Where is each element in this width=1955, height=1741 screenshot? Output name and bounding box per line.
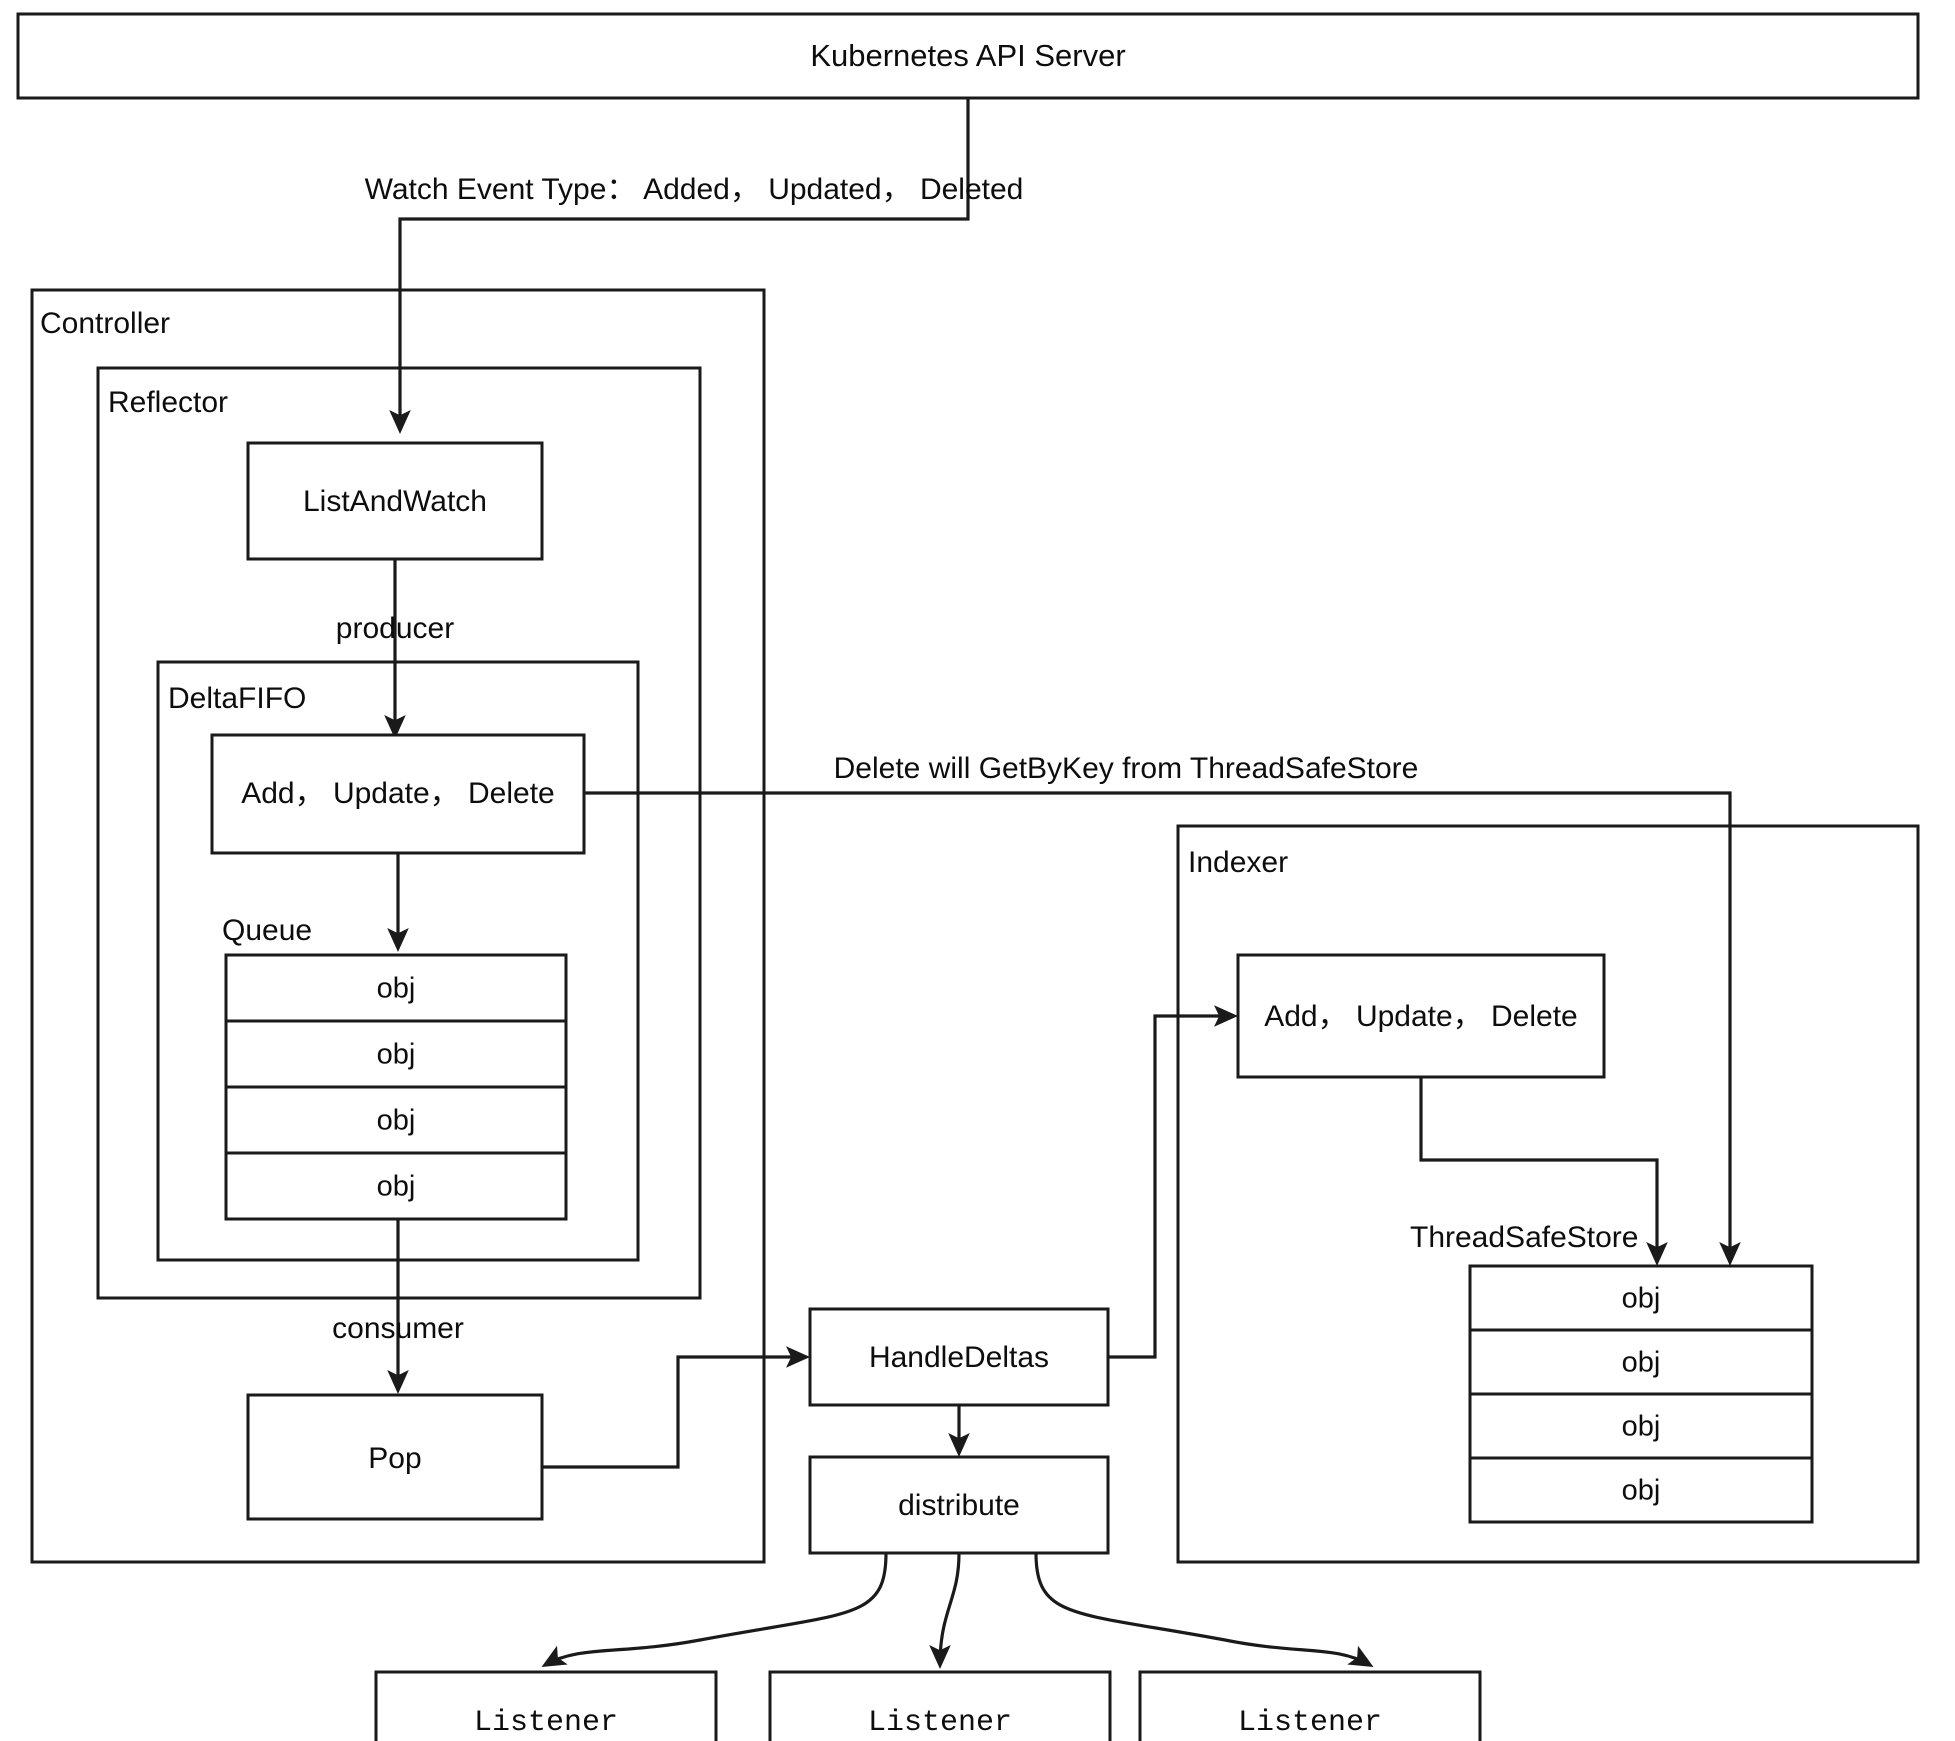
getbykey-label: Delete will GetByKey from ThreadSafeStor… — [834, 752, 1419, 785]
indexer-ops-box: Add， Update， Delete — [1236, 953, 1606, 1079]
threadsafestore-stack: obj obj obj obj — [1468, 1264, 1814, 1524]
reflector-label: Reflector — [108, 386, 228, 419]
indexer-label: Indexer — [1188, 846, 1288, 879]
producer-label: producer — [336, 612, 454, 645]
apiserver-box: Kubernetes API Server — [16, 12, 1920, 100]
handledeltas-box: HandleDeltas — [808, 1307, 1110, 1407]
controller-container: Controller — [30, 288, 766, 1564]
queue-label: Queue — [222, 914, 312, 947]
store-item-label: obj — [1622, 1347, 1661, 1379]
queue-item-label: obj — [377, 973, 416, 1005]
pop-label: Pop — [368, 1442, 421, 1475]
listener-box-3: Listener — [1138, 1670, 1482, 1741]
watch-event-connector — [389, 98, 970, 434]
controller-label: Controller — [40, 307, 170, 340]
listener-box-1: Listener — [374, 1670, 718, 1741]
queue-item-label: obj — [377, 1171, 416, 1203]
deltafifo-label: DeltaFIFO — [168, 682, 306, 715]
watch-event-label: Watch Event Type： Added， Updated， Delete… — [365, 173, 1024, 206]
handledeltas-to-indexer-connector — [1108, 1005, 1238, 1359]
indexer-ops-to-store-connector — [1419, 1077, 1668, 1266]
distribute-label: distribute — [898, 1489, 1020, 1522]
distribute-box: distribute — [808, 1455, 1110, 1555]
deltafifo-ops-label: Add， Update， Delete — [241, 777, 555, 810]
apiserver-label: Kubernetes API Server — [810, 38, 1125, 73]
queue-item-label: obj — [377, 1039, 416, 1071]
listener-box-2: Listener — [768, 1670, 1112, 1741]
distribute-to-listener1-connector — [541, 1552, 888, 1667]
consumer-label: consumer — [332, 1312, 464, 1345]
queue-item-label: obj — [377, 1105, 416, 1137]
distribute-to-listener2-connector — [929, 1552, 961, 1669]
handledeltas-label: HandleDeltas — [869, 1341, 1049, 1374]
store-item-label: obj — [1622, 1411, 1661, 1443]
getbykey-connector — [584, 791, 1741, 1266]
listener-label: Listener — [1238, 1706, 1382, 1740]
indexer-container: Indexer — [1176, 824, 1920, 1564]
indexer-ops-label: Add， Update， Delete — [1264, 1000, 1578, 1033]
queue-stack: obj obj obj obj — [224, 953, 568, 1221]
store-item-label: obj — [1622, 1283, 1661, 1315]
listener-label: Listener — [868, 1706, 1012, 1740]
deltafifo-ops-box: Add， Update， Delete — [210, 733, 586, 855]
pop-box: Pop — [246, 1393, 544, 1521]
listandwatch-label: ListAndWatch — [303, 485, 487, 518]
distribute-to-listener3-connector — [1034, 1552, 1374, 1667]
listandwatch-box: ListAndWatch — [246, 441, 544, 561]
store-item-label: obj — [1622, 1475, 1661, 1507]
listener-label: Listener — [474, 1706, 618, 1740]
pop-to-handledeltas-connector — [542, 1346, 810, 1469]
threadsafestore-label: ThreadSafeStore — [1410, 1221, 1638, 1254]
